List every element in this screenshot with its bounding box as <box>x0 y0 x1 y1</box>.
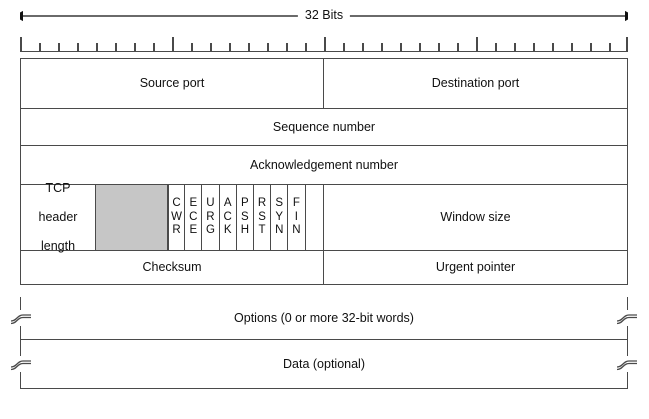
ruler-tick-minor <box>362 43 364 52</box>
field-urgent-pointer: Urgent pointer <box>435 260 516 274</box>
ruler-tick-minor <box>533 43 535 52</box>
field-destination-port: Destination port <box>431 76 520 90</box>
ruler-tick-minor <box>438 43 440 52</box>
break-mark-icon <box>614 310 640 326</box>
ruler-tick-minor <box>381 43 383 52</box>
bit-ruler <box>20 36 628 52</box>
flag-trailing-space <box>306 185 324 250</box>
field-sequence-number: Sequence number <box>272 119 376 134</box>
field-options: Options (0 or more 32-bit words) <box>8 297 640 340</box>
ruler-tick-minor <box>248 43 250 52</box>
data-label: Data (optional) <box>283 357 365 371</box>
ruler-tick-minor <box>115 43 117 52</box>
ruler-tick-minor <box>210 43 212 52</box>
ruler-tick-major <box>172 37 174 52</box>
field-data: Data (optional) <box>8 340 640 389</box>
ruler-tick-minor <box>457 43 459 52</box>
ruler-tick-minor <box>400 43 402 52</box>
break-mark-icon <box>614 356 640 372</box>
ruler-tick-minor <box>96 43 98 52</box>
field-tcp-header-length: TCP header length <box>21 181 96 253</box>
tcp-header-length-line3: length <box>40 239 76 254</box>
ruler-tick-minor <box>552 43 554 52</box>
break-mark-icon <box>8 310 34 326</box>
field-source-port: Source port <box>21 59 324 108</box>
ruler-tick-minor <box>191 43 193 52</box>
ruler-tick-minor <box>134 43 136 52</box>
ruler-tick-minor <box>609 43 611 52</box>
ruler-tick-minor <box>495 43 497 52</box>
field-checksum: Checksum <box>21 251 324 284</box>
ruler-tick-major <box>626 37 628 52</box>
ruler-tick-minor <box>590 43 592 52</box>
row-sequence-number: Sequence number <box>21 109 627 146</box>
ruler-tick-minor <box>77 43 79 52</box>
field-reserved-bits <box>96 185 168 250</box>
tcp-header-length-line2: header <box>38 210 78 225</box>
options-label: Options (0 or more 32-bit words) <box>234 311 414 325</box>
header-fields-table: Source port Destination port Sequence nu… <box>20 58 628 285</box>
ruler-tick-major <box>324 37 326 52</box>
row-ports: Source port Destination port <box>21 59 627 109</box>
field-acknowledgement-number: Acknowledgement number <box>250 157 398 172</box>
bits-width-label: 32 Bits <box>297 7 351 23</box>
ruler-tick-minor <box>229 43 231 52</box>
row-acknowledgement-number: Acknowledgement number <box>21 146 627 185</box>
ruler-tick-minor <box>58 43 60 52</box>
ruler-tick-minor <box>267 43 269 52</box>
ruler-tick-major <box>476 37 478 52</box>
ruler-tick-minor <box>286 43 288 52</box>
ruler-tick-minor <box>343 43 345 52</box>
ruler-tick-minor <box>305 43 307 52</box>
tcp-header-length-line1: TCP <box>45 181 71 196</box>
ruler-tick-minor <box>514 43 516 52</box>
field-window-size: Window size <box>440 210 511 224</box>
ruler-tick-minor <box>571 43 573 52</box>
ruler-tick-minor <box>153 43 155 52</box>
break-mark-icon <box>8 356 34 372</box>
ruler-tick-minor <box>39 43 41 52</box>
ruler-tick-minor <box>419 43 421 52</box>
ruler-tick-major <box>20 37 22 52</box>
row-checksum: Checksum Urgent pointer <box>21 251 627 285</box>
width-arrow: 32 Bits <box>13 7 635 26</box>
